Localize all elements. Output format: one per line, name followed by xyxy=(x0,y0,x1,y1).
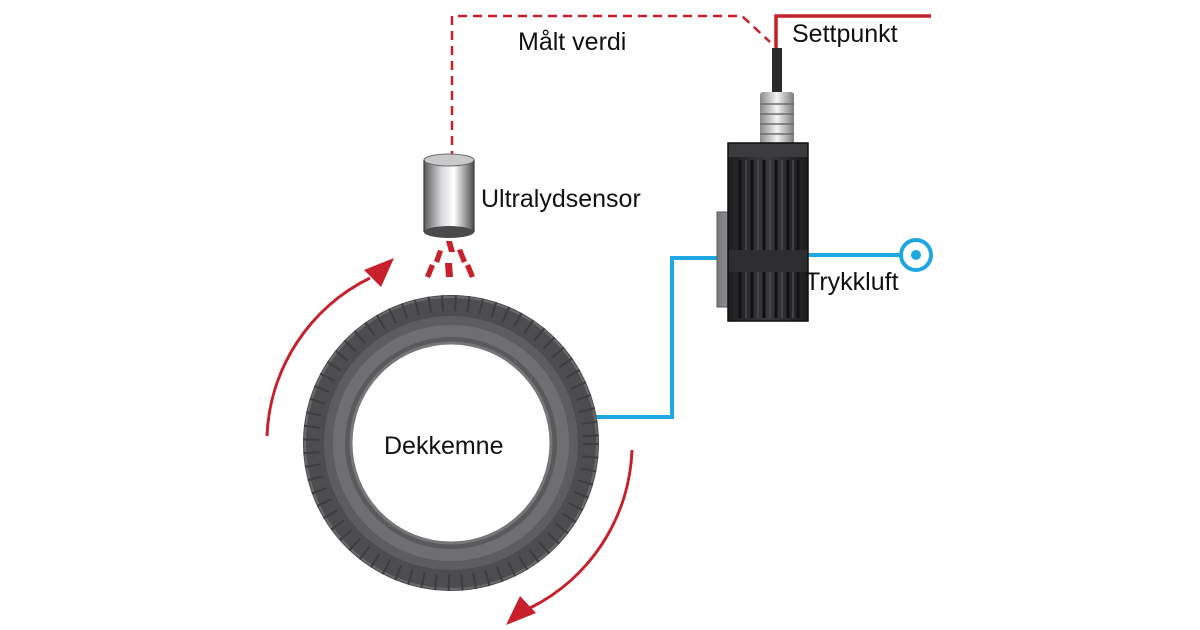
ultrasonic-sensor-icon xyxy=(423,153,475,238)
measured-value-line xyxy=(450,14,771,160)
measured-value-label: Målt verdi xyxy=(518,28,627,56)
tire-icon xyxy=(303,295,599,591)
tire-blank-label: Dekkemne xyxy=(384,432,504,460)
rotation-arrow-top xyxy=(265,258,394,437)
ultrasonic-sensor-label: Ultralydsensor xyxy=(481,185,641,213)
compressed-air-label: Trykkluft xyxy=(805,268,899,296)
air-supply-symbol-icon xyxy=(899,238,933,272)
rotation-arrow-bottom xyxy=(506,449,634,625)
proportional-valve-icon xyxy=(716,48,809,322)
setpoint-line xyxy=(774,14,931,48)
ultrasonic-waves xyxy=(425,241,475,278)
setpoint-label: Settpunkt xyxy=(792,20,898,48)
